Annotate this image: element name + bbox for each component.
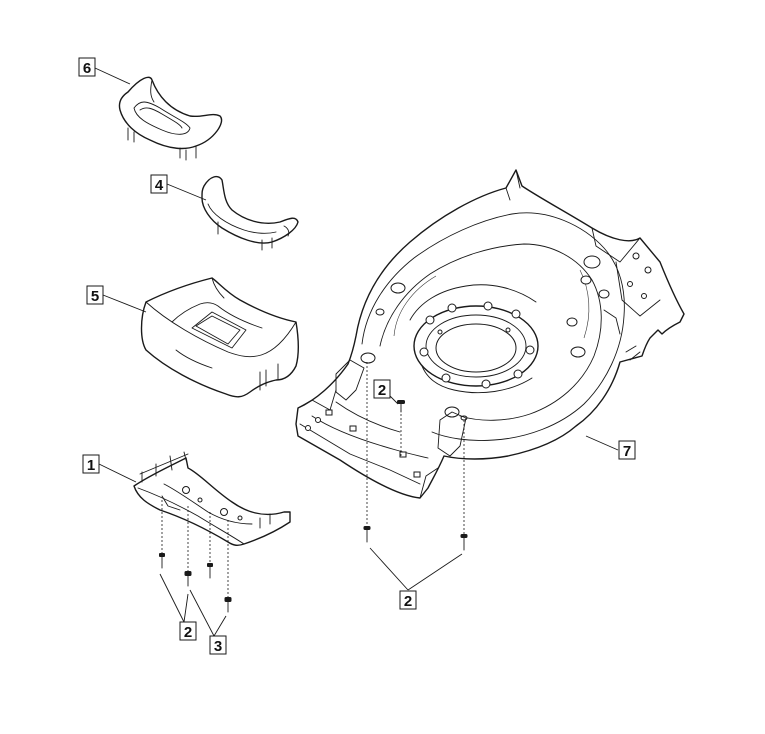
deck-fastener-dashlines bbox=[366, 362, 465, 534]
part-1-lower-plate bbox=[133, 451, 291, 547]
part-4-handle-bracket bbox=[201, 175, 299, 251]
callout-5: 5 bbox=[86, 285, 104, 305]
part-7-mower-deck bbox=[295, 169, 685, 499]
svg-text:3: 3 bbox=[214, 638, 222, 655]
bolt-3-left-b-icon bbox=[224, 597, 232, 613]
leader-lines bbox=[94, 67, 619, 637]
callout-2-deck-top: 2 bbox=[373, 379, 391, 399]
bolt-3-left-a-icon bbox=[207, 563, 213, 579]
callout-3-bolt-left: 3 bbox=[209, 635, 227, 655]
callout-1: 1 bbox=[82, 454, 100, 474]
screw-2-deck-left-icon bbox=[363, 526, 371, 543]
svg-text:4: 4 bbox=[155, 177, 164, 194]
screw-2-left-b-icon bbox=[184, 571, 192, 587]
svg-text:5: 5 bbox=[91, 288, 99, 305]
callout-2-deck-bottom: 2 bbox=[399, 590, 417, 610]
part-5-top-cover bbox=[140, 277, 299, 398]
callout-7: 7 bbox=[618, 440, 636, 460]
svg-text:2: 2 bbox=[378, 382, 386, 399]
plate-fastener-dashlines bbox=[161, 500, 229, 600]
svg-text:2: 2 bbox=[404, 593, 412, 610]
svg-text:7: 7 bbox=[623, 443, 631, 460]
callout-2-screw-left: 2 bbox=[179, 621, 197, 641]
screw-2-deck-top-icon bbox=[397, 400, 405, 413]
part-6-handle-cover bbox=[118, 76, 223, 161]
svg-text:6: 6 bbox=[83, 60, 91, 77]
svg-text:2: 2 bbox=[184, 624, 192, 641]
screw-2-deck-right-icon bbox=[460, 534, 468, 551]
callout-6: 6 bbox=[78, 57, 96, 77]
screw-2-left-a-icon bbox=[159, 553, 165, 569]
callout-4: 4 bbox=[150, 174, 168, 194]
svg-text:1: 1 bbox=[87, 457, 95, 474]
